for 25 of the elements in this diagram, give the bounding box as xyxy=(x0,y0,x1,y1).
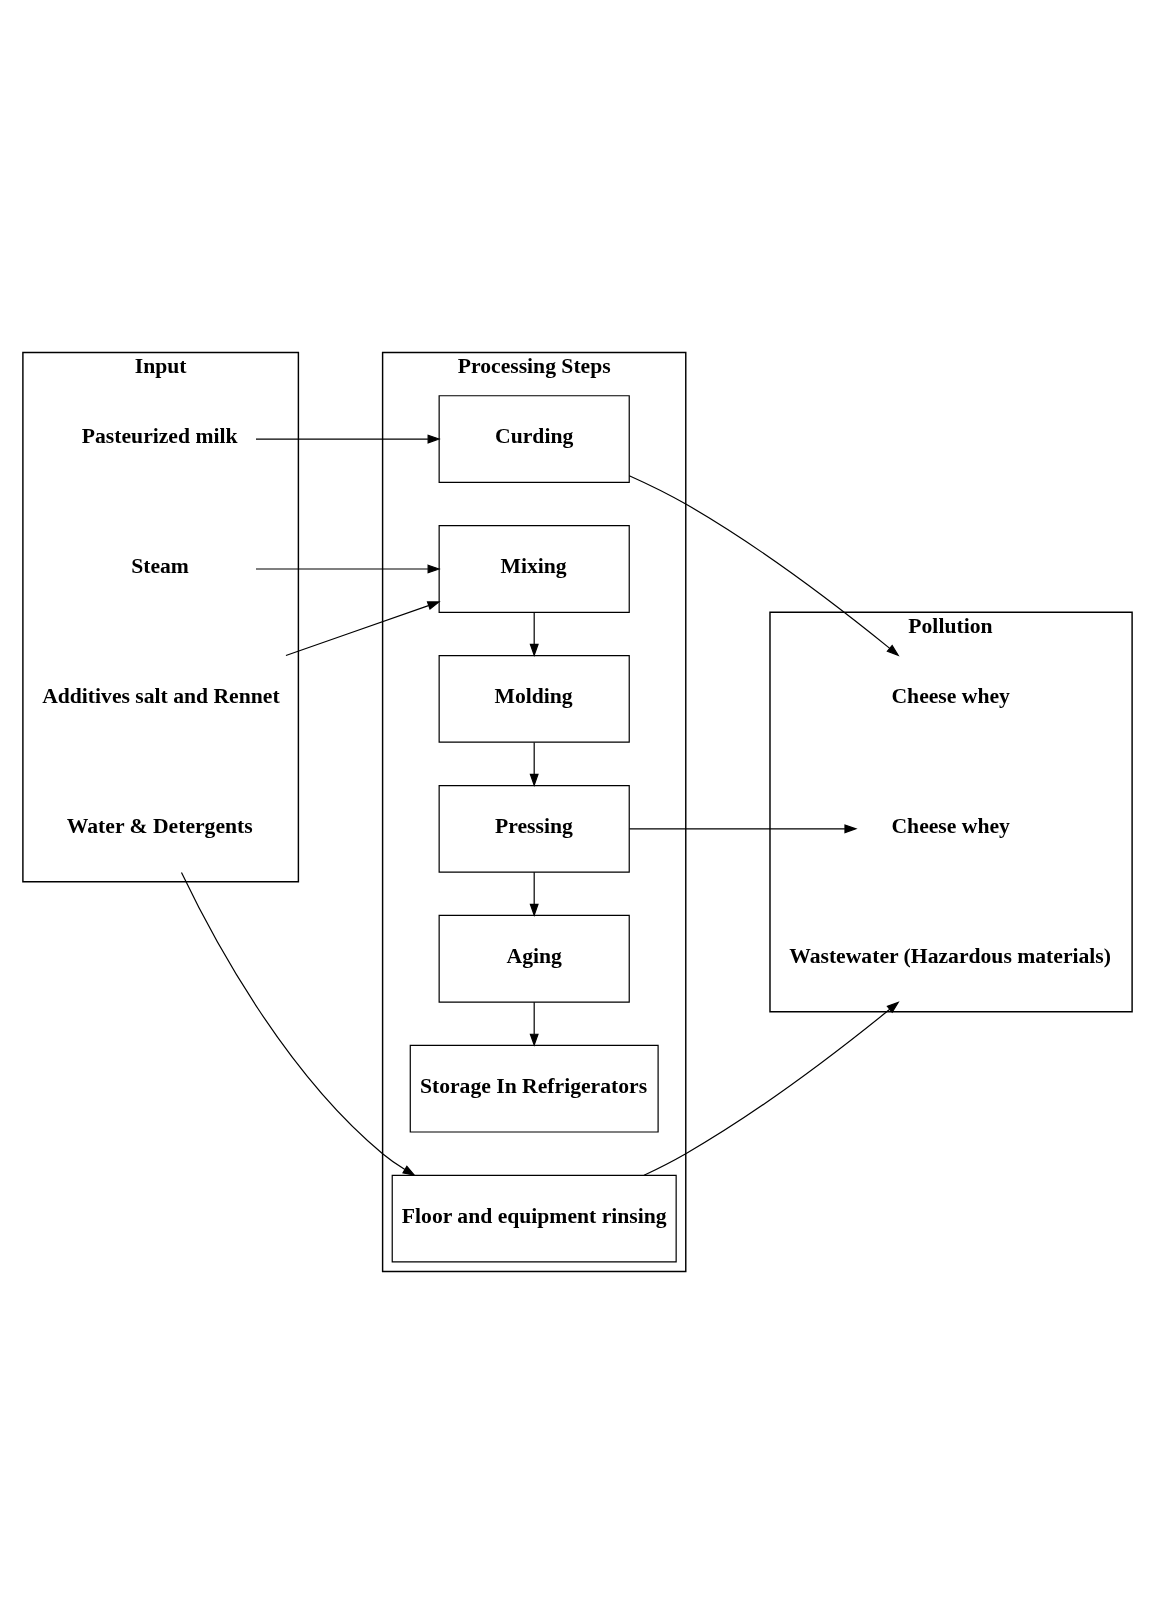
arrow xyxy=(628,823,858,833)
node-box: Pressing xyxy=(438,784,630,873)
node-text: Wastewater (Hazardous materials) xyxy=(789,943,1111,968)
node-text: Water & Detergents xyxy=(66,813,253,838)
node-text: Cheese whey xyxy=(891,683,1010,708)
arrow xyxy=(529,1001,539,1047)
arrow xyxy=(285,600,441,656)
node-text: Cheese whey xyxy=(891,813,1010,838)
arrow xyxy=(255,433,441,444)
node-box: Molding xyxy=(438,654,630,743)
node-box: Floor and equipment rinsing xyxy=(391,1174,677,1263)
node-text: Steam xyxy=(131,553,189,578)
arrow xyxy=(643,1000,900,1176)
node-text: Additives salt and Rennet xyxy=(42,683,280,708)
arrow xyxy=(628,474,900,656)
arrow xyxy=(180,871,416,1176)
node-box: Storage In Refrigerators xyxy=(409,1044,659,1133)
arrow xyxy=(529,611,539,657)
node-box: Curding xyxy=(438,394,630,483)
node-box: Mixing xyxy=(438,524,630,613)
arrow xyxy=(529,871,539,917)
node-text: Pasteurized milk xyxy=(81,423,238,448)
arrow xyxy=(255,563,441,574)
node-box: Aging xyxy=(438,914,630,1003)
arrow xyxy=(529,741,539,787)
